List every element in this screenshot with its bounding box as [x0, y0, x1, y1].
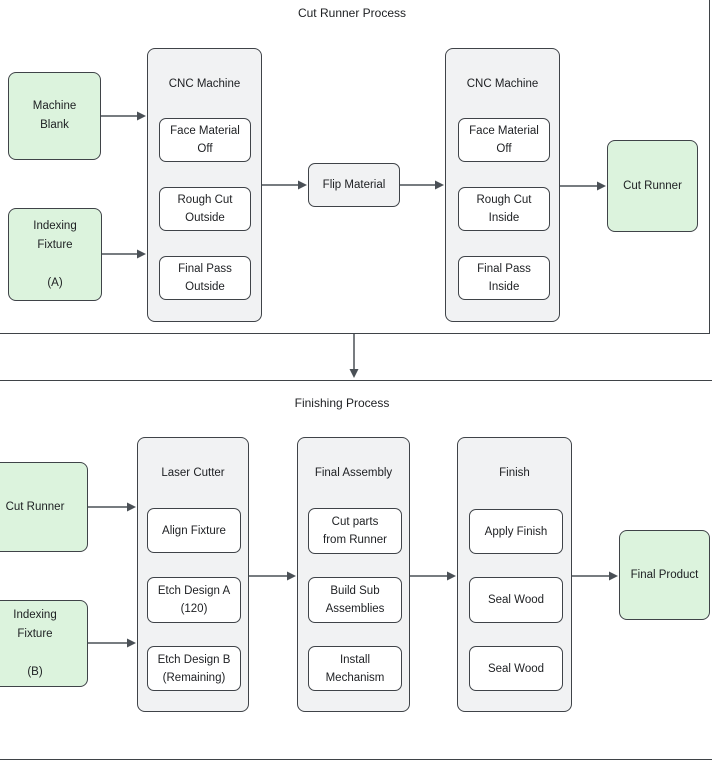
step-build-sub-assemblies: Build Sub Assemblies	[308, 577, 402, 623]
container-title: Final Assembly	[314, 467, 393, 479]
arrow-section-to-section	[349, 334, 359, 378]
container-title: CNC Machine	[466, 78, 539, 90]
node-indexing-fixture-b: Indexing Fixture (B)	[0, 600, 88, 687]
step-align-fixture: Align Fixture	[147, 508, 241, 553]
step-apply-finish: Apply Finish	[469, 509, 563, 554]
container-final-assembly: Final Assembly Cut parts from Runner Bui…	[297, 437, 410, 712]
section-title-cut-runner-process: Cut Runner Process	[297, 6, 407, 20]
container-title: Finish	[499, 467, 530, 479]
node-flip-material: Flip Material	[308, 163, 400, 207]
step-etch-design-a: Etch Design A (120)	[147, 577, 241, 623]
node-cut-runner-output: Cut Runner	[607, 140, 698, 232]
step-rough-cut-inside: Rough Cut Inside	[458, 187, 550, 231]
cut-runner-process-section	[0, 0, 710, 334]
step-face-material-off: Face Material Off	[458, 118, 550, 162]
container-finish: Finish Apply Finish Seal Wood Seal Wood	[457, 437, 572, 712]
node-final-product: Final Product	[619, 530, 710, 620]
node-machine-blank: Machine Blank	[8, 72, 101, 160]
step-seal-wood-2: Seal Wood	[469, 646, 563, 691]
node-indexing-fixture-a: Indexing Fixture (A)	[8, 208, 102, 301]
container-laser-cutter: Laser Cutter Align Fixture Etch Design A…	[137, 437, 249, 712]
container-title: CNC Machine	[168, 78, 241, 90]
section-title-finishing-process: Finishing Process	[294, 396, 390, 410]
container-title: Laser Cutter	[161, 467, 225, 479]
step-rough-cut-outside: Rough Cut Outside	[159, 187, 251, 231]
step-cut-parts-from-runner: Cut parts from Runner	[308, 508, 402, 554]
step-etch-design-b: Etch Design B (Remaining)	[147, 646, 241, 691]
step-seal-wood-1: Seal Wood	[469, 577, 563, 623]
step-final-pass-inside: Final Pass Inside	[458, 256, 550, 300]
step-install-mechanism: Install Mechanism	[308, 646, 402, 691]
step-final-pass-outside: Final Pass Outside	[159, 256, 251, 300]
step-face-material-off: Face Material Off	[159, 118, 251, 162]
container-cnc-machine-2: CNC Machine Face Material Off Rough Cut …	[445, 48, 560, 322]
node-cut-runner-input: Cut Runner	[0, 462, 88, 552]
container-cnc-machine-1: CNC Machine Face Material Off Rough Cut …	[147, 48, 262, 322]
